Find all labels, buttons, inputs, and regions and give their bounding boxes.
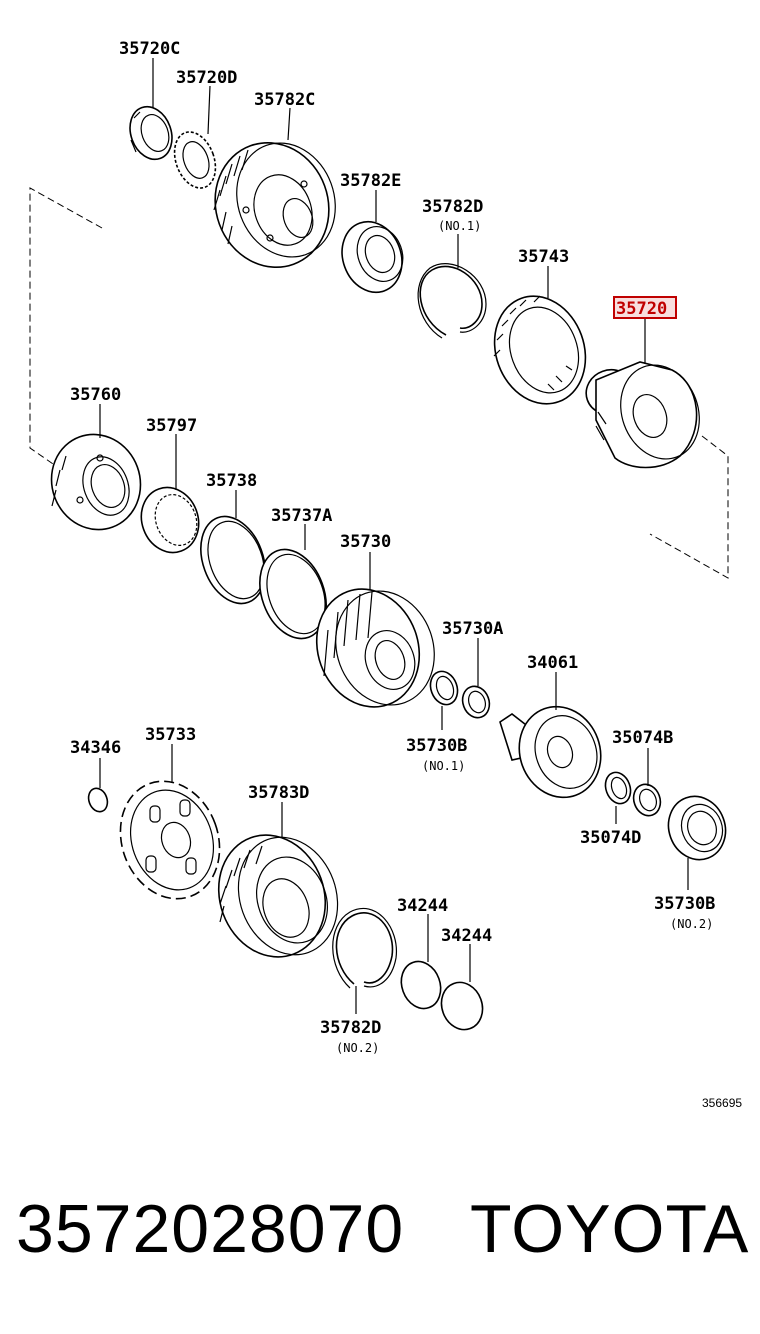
part-35720C-drawing[interactable] bbox=[123, 101, 179, 165]
part-34244-b-drawing[interactable] bbox=[435, 977, 489, 1036]
assembly-dashed-outline bbox=[29, 187, 729, 579]
part-35782D-no1-drawing[interactable] bbox=[417, 263, 487, 339]
label-35760[interactable]: 35760 bbox=[70, 385, 121, 405]
sublabel-35730B-no2: (NO.2) bbox=[670, 917, 713, 931]
label-35737A[interactable]: 35737A bbox=[271, 506, 332, 526]
label-35720-highlighted[interactable]: 35720 bbox=[616, 299, 667, 319]
part-35737A-drawing[interactable] bbox=[248, 540, 338, 648]
label-35797[interactable]: 35797 bbox=[146, 416, 197, 436]
label-35720C[interactable]: 35720C bbox=[119, 39, 180, 59]
label-35782D-no2[interactable]: 35782D bbox=[320, 1018, 381, 1038]
part-35743-drawing[interactable] bbox=[480, 283, 600, 416]
label-34244-a[interactable]: 34244 bbox=[397, 896, 448, 916]
leader-lines bbox=[99, 58, 689, 1014]
label-35733[interactable]: 35733 bbox=[145, 725, 196, 745]
part-35797-drawing[interactable] bbox=[132, 479, 207, 560]
part-35782C-drawing[interactable] bbox=[198, 127, 351, 284]
part-35760-drawing[interactable] bbox=[38, 422, 154, 542]
label-35720D[interactable]: 35720D bbox=[176, 68, 237, 88]
label-35730B-no2[interactable]: 35730B bbox=[654, 894, 715, 914]
highlight-box-35720 bbox=[613, 296, 677, 319]
label-35730B-no1[interactable]: 35730B bbox=[406, 736, 467, 756]
sublabel-35782D-no1: (NO.1) bbox=[438, 219, 481, 233]
label-34346[interactable]: 34346 bbox=[70, 738, 121, 758]
part-35730B-no2-drawing[interactable] bbox=[660, 788, 735, 867]
part-34061-drawing[interactable] bbox=[499, 695, 613, 809]
label-35730A[interactable]: 35730A bbox=[442, 619, 503, 639]
part-35730B-no1-drawing[interactable] bbox=[426, 668, 462, 709]
exploded-parts-diagram: 35720C 35720D 35782C 35782E 35782D (NO.1… bbox=[29, 39, 742, 1110]
label-35738[interactable]: 35738 bbox=[206, 471, 257, 491]
part-35738-drawing[interactable] bbox=[189, 507, 276, 612]
label-34061[interactable]: 34061 bbox=[527, 653, 578, 673]
part-35730-drawing[interactable] bbox=[300, 575, 449, 722]
footer-caption: 3572028070 TOYOTA bbox=[0, 1180, 760, 1290]
label-35074B[interactable]: 35074B bbox=[612, 728, 673, 748]
part-35720-drawing[interactable] bbox=[580, 354, 712, 470]
part-34244-a-drawing[interactable] bbox=[395, 956, 447, 1014]
diagram-reference-code: 356695 bbox=[702, 1096, 742, 1110]
part-35074B-drawing[interactable] bbox=[629, 781, 664, 820]
part-35733-drawing[interactable] bbox=[104, 767, 235, 913]
footer-part-number: 3572028070 bbox=[16, 1191, 405, 1267]
footer-brand: TOYOTA bbox=[470, 1191, 750, 1267]
part-35074D-drawing[interactable] bbox=[601, 769, 634, 807]
part-35782D-no2-drawing[interactable] bbox=[332, 907, 397, 989]
part-35783D-drawing[interactable] bbox=[202, 820, 354, 972]
label-35074D[interactable]: 35074D bbox=[580, 828, 641, 848]
sublabel-35782D-no2: (NO.2) bbox=[336, 1041, 379, 1055]
part-35720D-drawing[interactable] bbox=[167, 126, 223, 193]
label-35782D-no1[interactable]: 35782D bbox=[422, 197, 483, 217]
label-35730[interactable]: 35730 bbox=[340, 532, 391, 552]
part-35782E-drawing[interactable] bbox=[332, 213, 411, 300]
part-labels: 35720C 35720D 35782C 35782E 35782D (NO.1… bbox=[70, 39, 742, 1110]
sublabel-35730B-no1: (NO.1) bbox=[422, 759, 465, 773]
label-34244-b[interactable]: 34244 bbox=[441, 926, 492, 946]
part-35730A-drawing[interactable] bbox=[458, 683, 493, 722]
label-35743[interactable]: 35743 bbox=[518, 247, 569, 267]
part-34346-drawing[interactable] bbox=[85, 786, 110, 815]
label-35783D[interactable]: 35783D bbox=[248, 783, 309, 803]
label-35782C[interactable]: 35782C bbox=[254, 90, 315, 110]
label-35782E[interactable]: 35782E bbox=[340, 171, 401, 191]
